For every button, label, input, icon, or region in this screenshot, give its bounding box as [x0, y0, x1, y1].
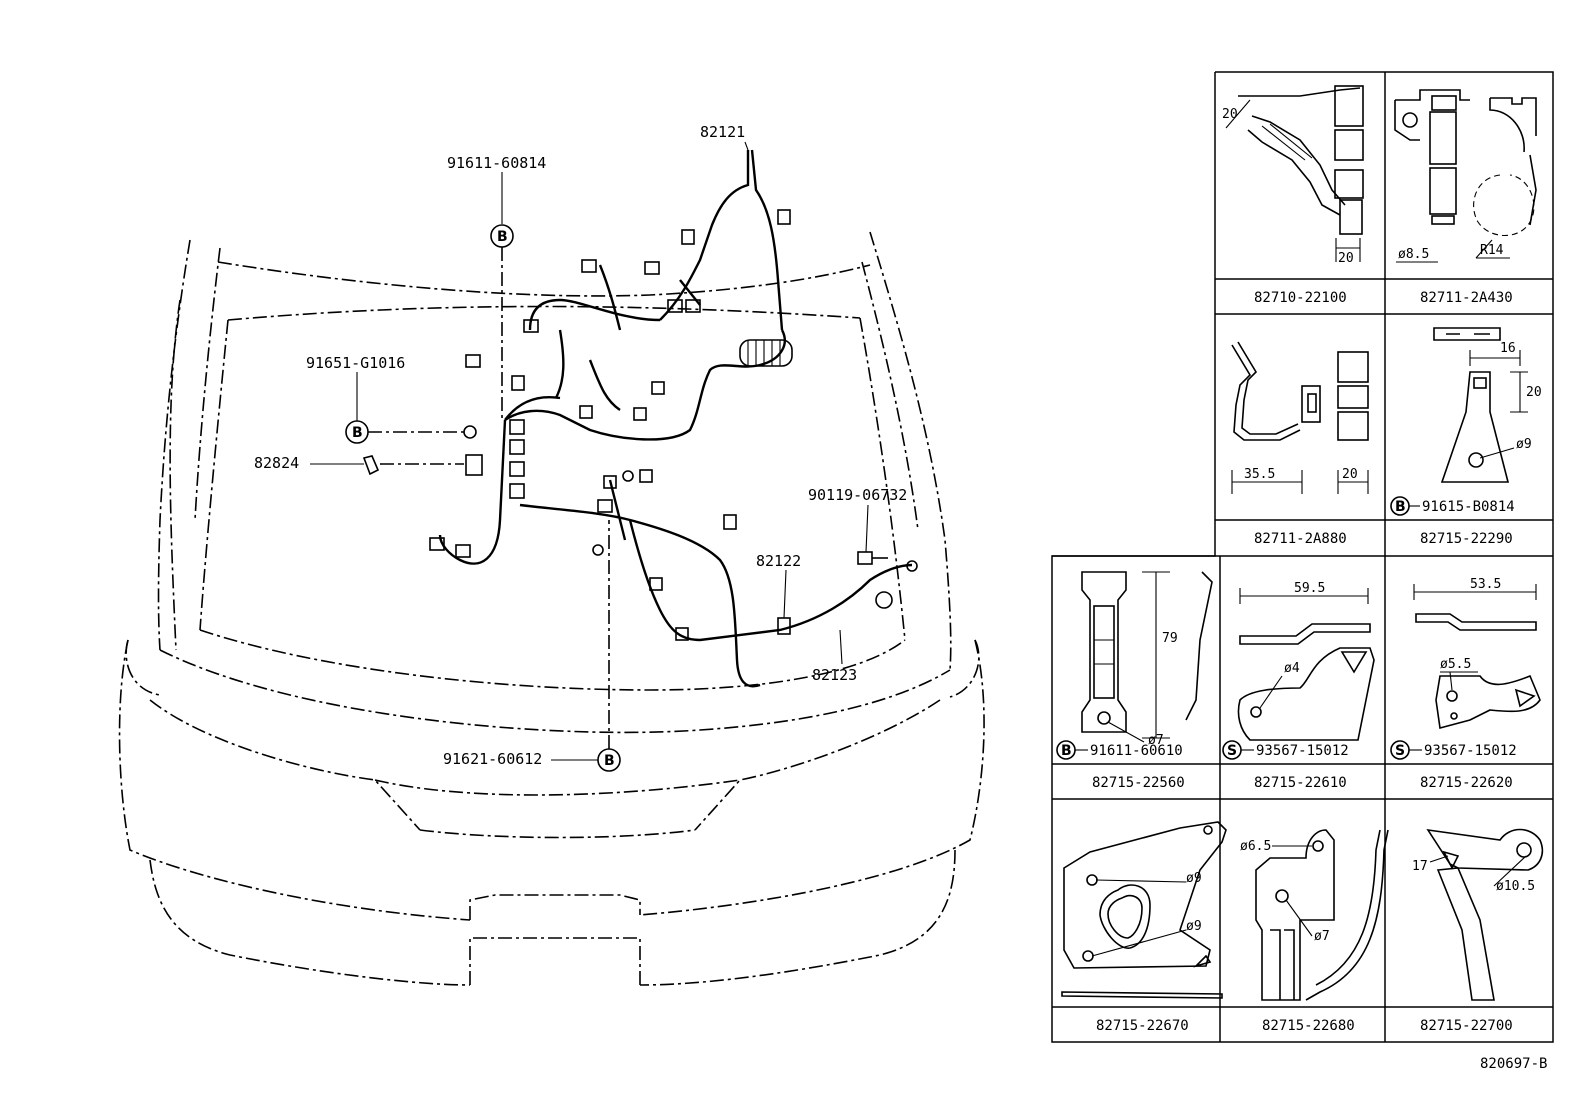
callout-91651-G1016: 91651-G1016 — [306, 354, 405, 372]
dim-text: 20 — [1222, 107, 1238, 122]
detail-82715-22620: 53.5 ø5.5 S 93567-15012 82715-22620 — [1390, 577, 1541, 791]
callout-91621-60612: 91621-60612 — [443, 750, 542, 768]
fastener-93567-15012: 93567-15012 — [1424, 743, 1517, 759]
svg-text:B: B — [1395, 499, 1406, 515]
dim-text: 59.5 — [1294, 581, 1325, 596]
dim-text: 16 — [1500, 341, 1516, 356]
vehicle-outline — [118, 231, 985, 986]
svg-text:S: S — [1395, 743, 1405, 759]
part-82715-22620: 82715-22620 — [1420, 775, 1513, 791]
svg-text:B: B — [497, 229, 508, 245]
part-82710-22100: 82710-22100 — [1254, 290, 1347, 306]
detail-82715-22560: 79 ø7 B 91611-60610 82715-22560 — [1056, 571, 1213, 791]
callout-82123: 82123 — [812, 666, 857, 684]
dim-text: ø10.5 — [1496, 879, 1535, 894]
dim-text: R14 — [1480, 243, 1504, 258]
svg-text:B: B — [1061, 743, 1072, 759]
part-82715-22560: 82715-22560 — [1092, 775, 1185, 791]
dim-text: ø8.5 — [1398, 247, 1429, 262]
svg-text:B: B — [604, 753, 615, 769]
callout-82824: 82824 — [254, 454, 299, 472]
dim-text: ø4 — [1284, 661, 1300, 676]
diagram-id: 820697-B — [1480, 1056, 1547, 1072]
detail-82711-2A430: ø8.5 R14 82711-2A430 — [1394, 89, 1537, 306]
s-bubble-icon: S — [1390, 740, 1410, 760]
detail-82715-22680: ø6.5 ø7 82715-22680 — [1240, 829, 1389, 1034]
detail-82715-22610: 59.5 ø4 S 93567-15012 82715-22610 — [1222, 581, 1375, 791]
harness-connectors — [429, 209, 918, 641]
detail-82715-22700: 17 ø10.5 82715-22700 — [1412, 828, 1544, 1034]
s-bubble-icon: S — [1222, 740, 1242, 760]
clip-icon — [362, 455, 380, 476]
dim-text: 17 — [1412, 859, 1428, 874]
dim-text: ø9 — [1516, 437, 1532, 452]
part-82711-2A880: 82711-2A880 — [1254, 531, 1347, 547]
dim-text: ø5.5 — [1440, 657, 1471, 672]
part-82715-22700: 82715-22700 — [1420, 1018, 1513, 1034]
main-callouts: 82121 91611-60814 B 91651-G1016 B 82824 … — [254, 123, 907, 772]
b-bubble-icon: B — [1390, 496, 1410, 516]
dim-text: ø9 — [1186, 871, 1202, 886]
b-bubble-icon: B — [1056, 740, 1076, 760]
dim-text: 20 — [1342, 467, 1358, 482]
fastener-91611-60610: 91611-60610 — [1090, 743, 1183, 759]
b-bubble-icon: B — [597, 748, 621, 772]
dim-text: 53.5 — [1470, 577, 1501, 592]
detail-82715-22670: ø9 ø9 82715-22670 — [1061, 821, 1227, 1034]
part-82715-22680: 82715-22680 — [1262, 1018, 1355, 1034]
detail-82710-22100: 20 20 82710-22100 — [1222, 85, 1364, 306]
b-bubble-icon: B — [345, 420, 369, 444]
svg-text:S: S — [1227, 743, 1237, 759]
dim-text: 35.5 — [1244, 467, 1275, 482]
detail-82715-22290: 16 20 ø9 B 91615-B0814 82715-22290 — [1390, 327, 1542, 547]
part-82715-22670: 82715-22670 — [1096, 1018, 1189, 1034]
dim-text: 20 — [1526, 385, 1542, 400]
part-82711-2A430: 82711-2A430 — [1420, 290, 1513, 306]
part-82715-22290: 82715-22290 — [1420, 531, 1513, 547]
part-82715-22610: 82715-22610 — [1254, 775, 1347, 791]
svg-text:B: B — [352, 425, 363, 441]
wire-harness — [362, 149, 918, 688]
dim-text: ø9 — [1186, 919, 1202, 934]
callout-91611-60814: 91611-60814 — [447, 154, 546, 172]
bolt-icon — [857, 551, 888, 565]
callout-82122: 82122 — [756, 552, 801, 570]
b-bubble-icon: B — [490, 224, 514, 248]
callout-90119-06732: 90119-06732 — [808, 486, 907, 504]
fastener-91615-B0814: 91615-B0814 — [1422, 499, 1515, 515]
dim-text: ø6.5 — [1240, 839, 1271, 854]
dim-text: 79 — [1162, 631, 1178, 646]
detail-grid — [1051, 71, 1554, 1043]
fastener-93567-15012: 93567-15012 — [1256, 743, 1349, 759]
callout-82121: 82121 — [700, 123, 745, 141]
detail-82711-2A880: 35.5 20 82711-2A880 — [1231, 341, 1369, 547]
dim-text: 20 — [1338, 251, 1354, 266]
dim-text: ø7 — [1314, 929, 1330, 944]
dim-text: ø7 — [1148, 733, 1164, 748]
